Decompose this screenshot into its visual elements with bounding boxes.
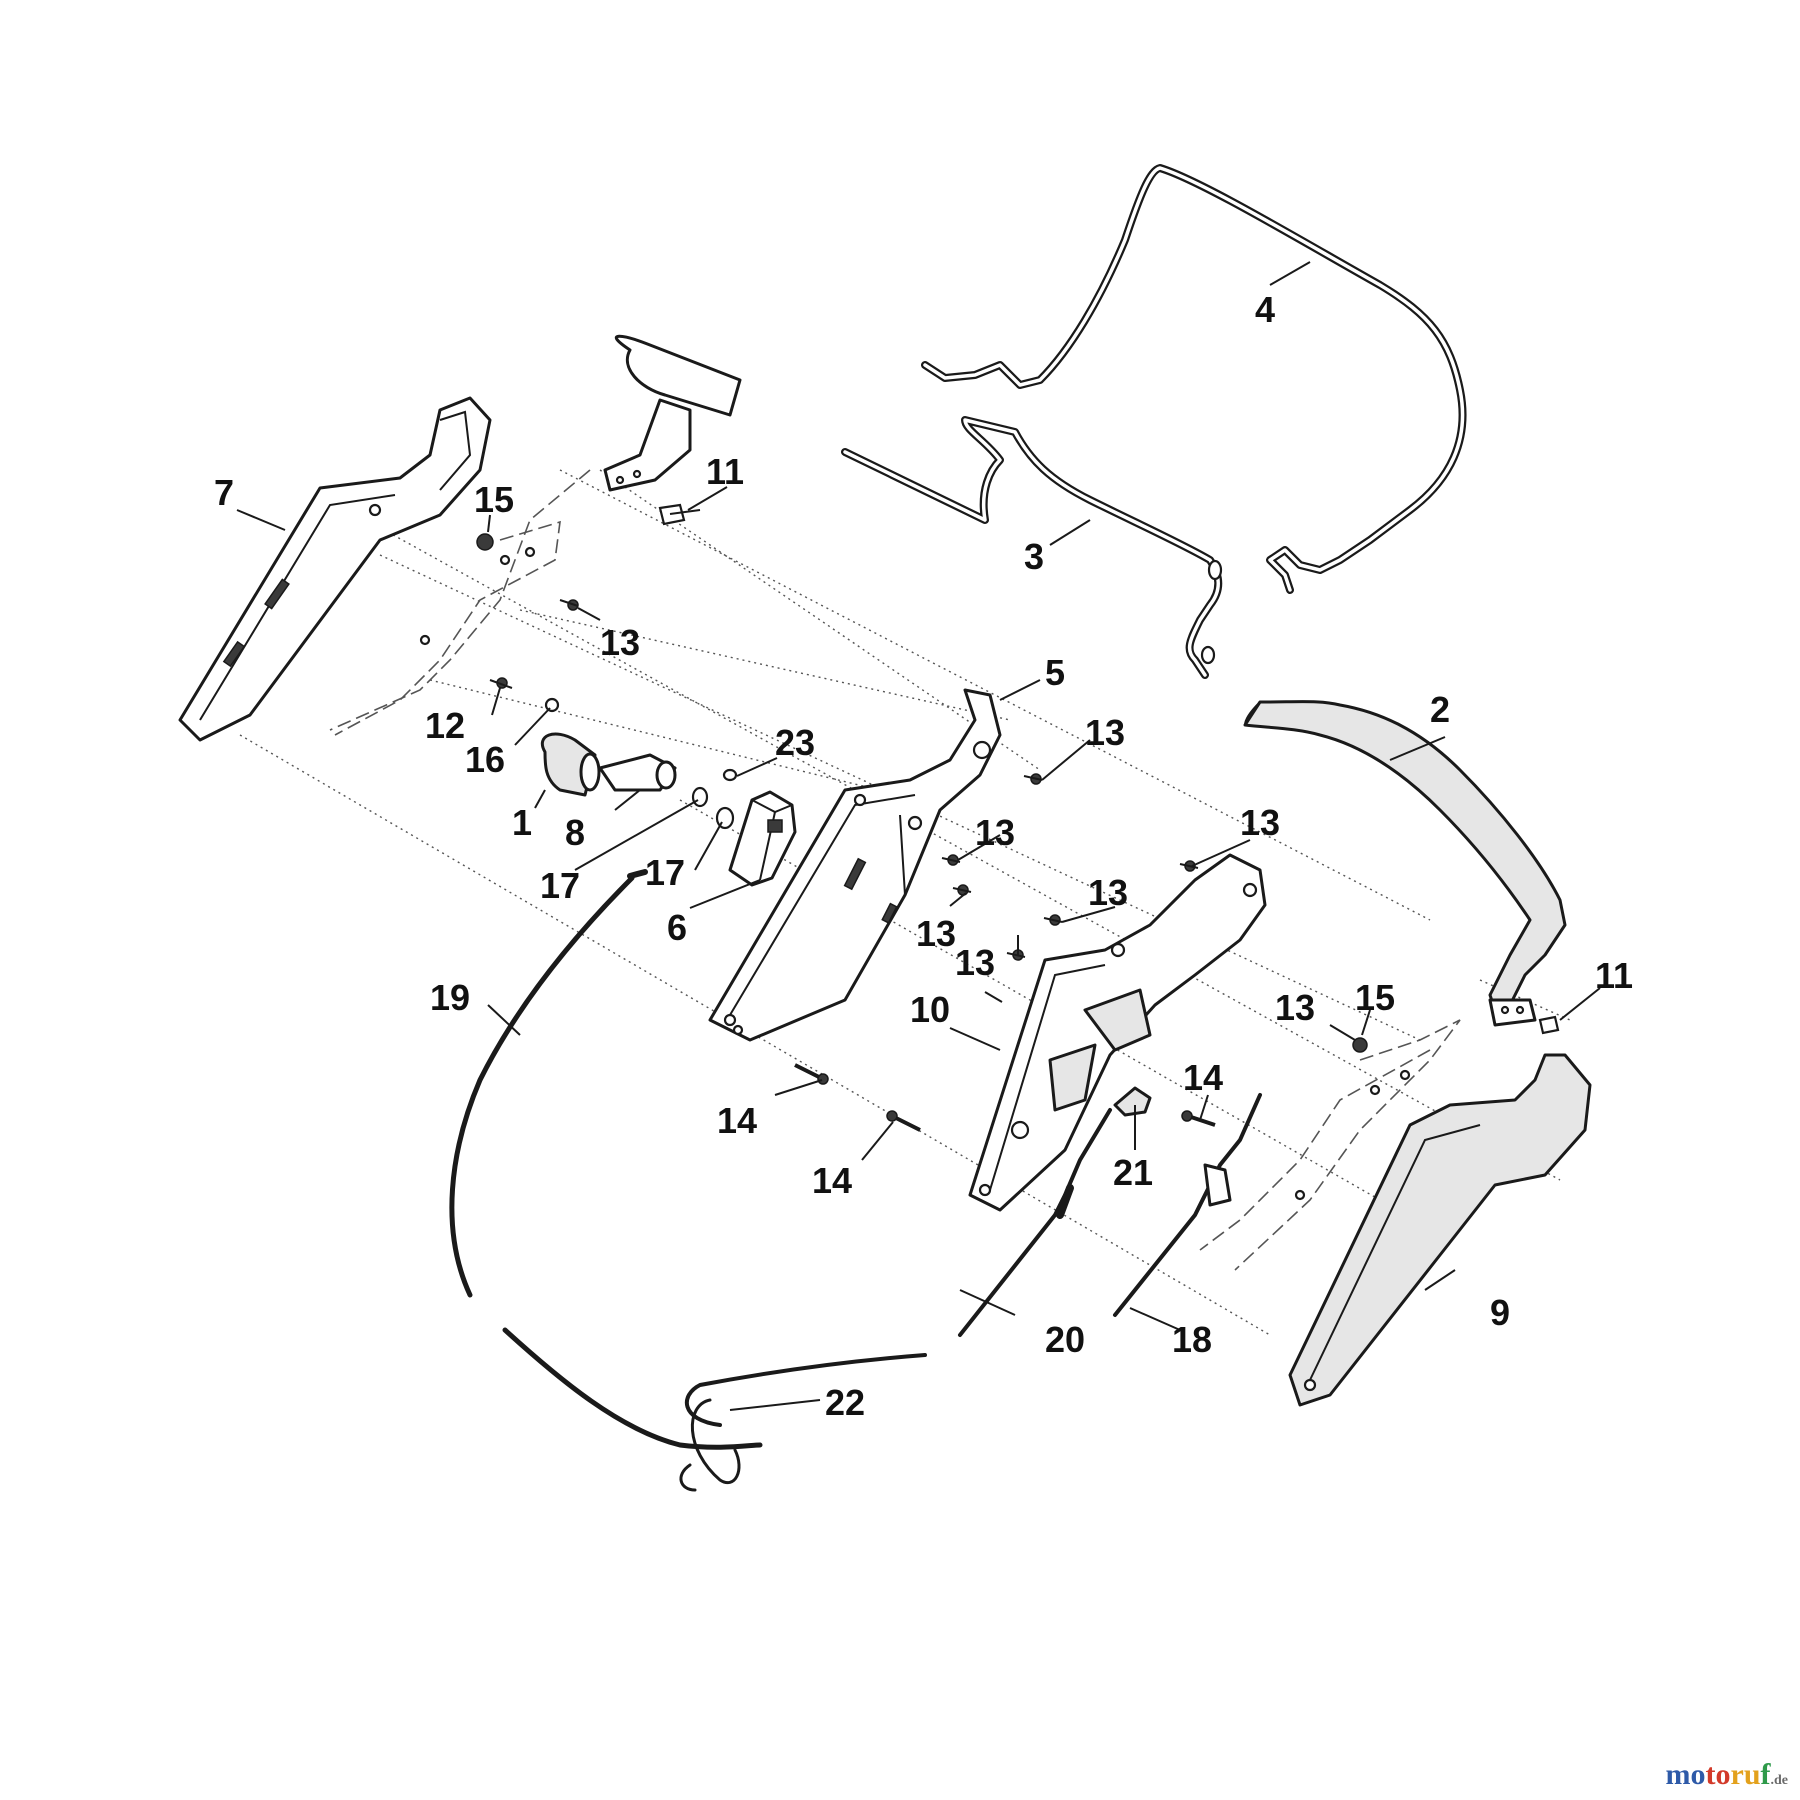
callout-15-left: 15: [474, 479, 514, 520]
leader-lines: [236, 261, 1601, 1411]
watermark-part-5: .de: [1770, 1773, 1789, 1788]
callout-14-b: 14: [812, 1160, 852, 1201]
callout-6: 6: [667, 907, 687, 948]
part-13-left-screw: [559, 599, 579, 611]
assembly-guide-lines: [239, 469, 1571, 1336]
callout-17-a: 17: [540, 865, 580, 906]
watermark-part-1: mo: [1665, 1758, 1706, 1791]
part-10-right-housing: [968, 853, 1267, 1212]
watermark-part-3: ru: [1730, 1758, 1761, 1791]
part-13-screw-f: [1043, 914, 1063, 926]
callout-18: 18: [1172, 1319, 1212, 1360]
part-3-lower-bail-wire: [841, 416, 1223, 679]
callout-13-f: 13: [916, 913, 956, 954]
part-12-screw: [489, 677, 513, 689]
callout-13-c: 13: [975, 812, 1015, 853]
callout-14-c: 14: [1183, 1057, 1223, 1098]
callout-11-left: 11: [706, 451, 744, 492]
part-13-screw-c: [941, 854, 961, 866]
part-23-clip: [722, 768, 738, 782]
part-17-washer-a: [691, 786, 709, 808]
callout-22: 22: [825, 1382, 865, 1423]
callout-16: 16: [465, 739, 505, 780]
part-15-right-nut: [1352, 1037, 1368, 1053]
part-11-left-handle-bracket: [603, 334, 742, 526]
part-13-screw-g: [1179, 860, 1199, 872]
part-6-switch-block: [728, 790, 797, 887]
callout-13-b: 13: [1085, 712, 1125, 753]
watermark-logo: motoruf.de: [1666, 1758, 1789, 1792]
part-11-right-pin: [1538, 1015, 1560, 1035]
callout-19: 19: [430, 977, 470, 1018]
right-bracket-outline: [1234, 1019, 1461, 1271]
callout-5: 5: [1045, 652, 1065, 693]
part-2-handle-bar: [1243, 700, 1567, 1027]
callout-8: 8: [565, 812, 585, 853]
watermark-part-2: to: [1705, 1758, 1731, 1791]
part-1-knob: [540, 732, 601, 797]
part-14-screw-b: [886, 1110, 921, 1132]
part-7-left-handle-cover: [178, 396, 492, 742]
callout-3: 3: [1024, 536, 1044, 577]
part-9-right-handle-cover: [1288, 1053, 1592, 1407]
callout-10: 10: [910, 989, 950, 1030]
part-5-middle-housing: [708, 688, 1002, 1042]
watermark-part-4: f: [1760, 1758, 1771, 1791]
callout-13-a: 13: [600, 622, 640, 663]
part-13-screw-b: [1023, 773, 1043, 785]
part-8-lever-pin: [598, 753, 677, 792]
part-4-upper-bail-wire: [921, 164, 1467, 594]
callout-labels: 7 4 3 5 2 11 11 15 15 13 13 13 13 13 13 …: [214, 289, 1633, 1423]
part-21-clamp: [1113, 1086, 1152, 1117]
callout-4: 4: [1255, 289, 1275, 330]
callout-23: 23: [775, 722, 815, 763]
part-22-cable-tie: [679, 1398, 741, 1492]
left-bracket-outline: [334, 520, 561, 736]
callout-9: 9: [1490, 1292, 1510, 1333]
callout-21: 21: [1113, 1152, 1153, 1193]
callout-1: 1: [512, 802, 532, 843]
callout-13-h: 13: [1275, 987, 1315, 1028]
part-18-cable: [1113, 1093, 1262, 1317]
callout-17-b: 17: [645, 852, 685, 893]
part-13-screw-e: [1006, 949, 1026, 961]
callout-13-e: 13: [1088, 872, 1128, 913]
callout-14-a: 14: [717, 1100, 757, 1141]
callout-7: 7: [214, 472, 234, 513]
part-15-left-nut: [476, 533, 494, 551]
callout-13-d: 13: [1240, 802, 1280, 843]
callout-15-right: 15: [1355, 977, 1395, 1018]
callout-11-right: 11: [1595, 955, 1633, 996]
part-14-screw-c: [1181, 1110, 1216, 1127]
part-20-cable: [684, 1108, 1112, 1427]
part-19-cable: [449, 869, 763, 1450]
part-13-screw-d: [952, 884, 972, 896]
callout-13-g: 13: [955, 942, 995, 983]
callout-20: 20: [1045, 1319, 1085, 1360]
callout-2: 2: [1430, 689, 1450, 730]
callout-12: 12: [425, 705, 465, 746]
